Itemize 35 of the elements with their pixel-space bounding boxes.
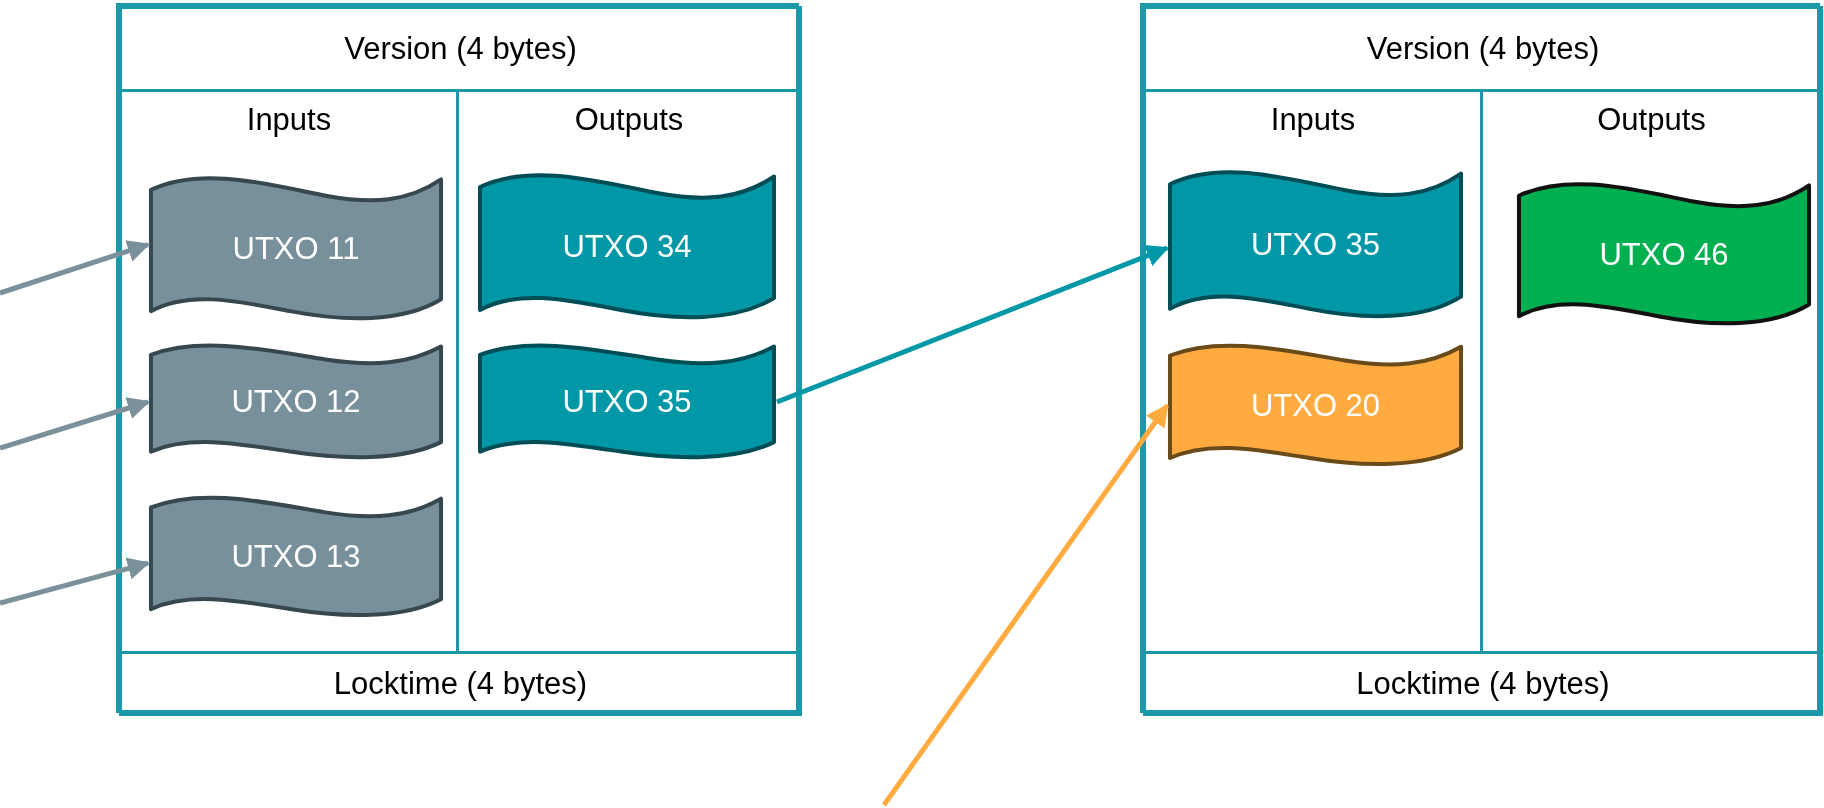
utxo-banner <box>1516 181 1812 328</box>
utxo-label: UTXO 46 <box>1599 236 1729 273</box>
utxo-label: UTXO 34 <box>562 229 692 265</box>
utxo-label: UTXO 35 <box>562 384 692 420</box>
utxo-banner <box>477 343 777 461</box>
field-row <box>119 651 802 716</box>
arrow <box>881 403 1170 807</box>
field-row <box>1143 651 1823 716</box>
transaction-box <box>116 3 799 713</box>
field-row <box>119 6 802 92</box>
arrow <box>0 240 151 296</box>
utxo-label: UTXO 20 <box>1250 387 1381 424</box>
field-label: Version (4 bytes) <box>1366 31 1600 67</box>
section-heading: Inputs <box>1269 102 1357 138</box>
field-label: Locktime (4 bytes) <box>1356 665 1610 702</box>
utxo-label: UTXO 13 <box>231 539 361 575</box>
section-heading: Inputs <box>245 102 333 138</box>
utxo-banner <box>477 172 777 322</box>
field-label: Locktime (4 bytes) <box>333 665 588 702</box>
utxo-banner <box>148 495 444 619</box>
arrow <box>0 397 151 451</box>
utxo-banner <box>1167 343 1464 468</box>
field-label: Version (4 bytes) <box>344 31 577 67</box>
utxo-banner <box>1167 169 1464 321</box>
utxo-banner <box>148 175 444 323</box>
section-heading: Outputs <box>1596 102 1707 138</box>
transaction-box <box>1140 3 1820 713</box>
utxo-label: UTXO 12 <box>231 384 361 420</box>
section-heading: Outputs <box>573 102 685 138</box>
arrow <box>776 245 1170 405</box>
field-row <box>1143 6 1823 92</box>
utxo-label: UTXO 11 <box>232 231 360 267</box>
utxo-label: UTXO 35 <box>1250 227 1381 263</box>
arrow <box>0 557 151 606</box>
utxo-banner <box>148 343 444 461</box>
